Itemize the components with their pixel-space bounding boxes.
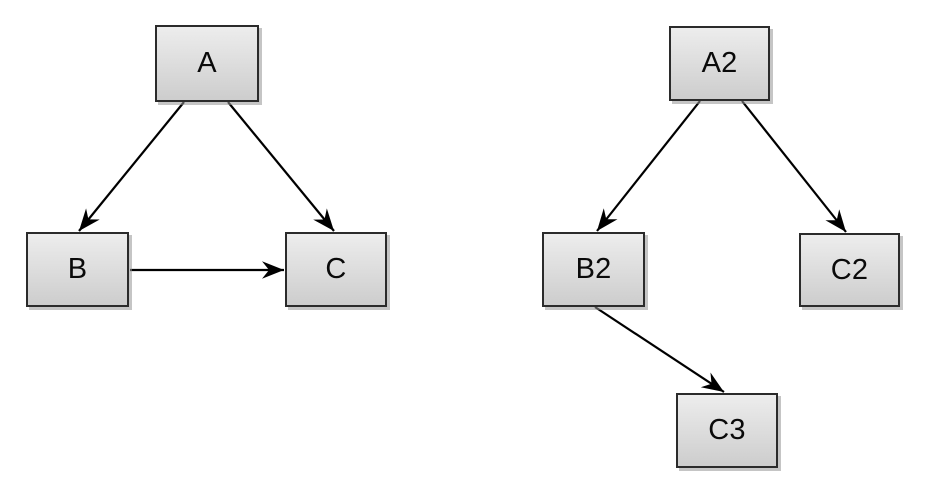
node-label: A2 [701, 47, 738, 79]
node-label: C2 [830, 253, 869, 286]
node-c2[interactable]: C2 [799, 233, 900, 307]
edge-a2-b2[interactable] [596, 100, 701, 232]
node-b2[interactable]: B2 [542, 232, 645, 307]
node-a2[interactable]: A2 [669, 26, 770, 101]
node-label: C3 [708, 414, 746, 446]
edge-a2-c2[interactable] [741, 100, 847, 233]
edge-b2-c3[interactable] [594, 306, 725, 393]
node-label: B2 [575, 253, 612, 285]
node-label: C [325, 253, 347, 285]
node-label: B [67, 253, 88, 285]
node-b[interactable]: B [26, 232, 129, 307]
node-c[interactable]: C [285, 232, 387, 307]
node-c3[interactable]: C3 [676, 393, 778, 468]
edges [78, 100, 847, 393]
edge-a-b[interactable] [78, 101, 185, 232]
node-label: A [197, 47, 217, 79]
edge-a-c[interactable] [227, 101, 335, 232]
node-a[interactable]: A [155, 25, 259, 102]
